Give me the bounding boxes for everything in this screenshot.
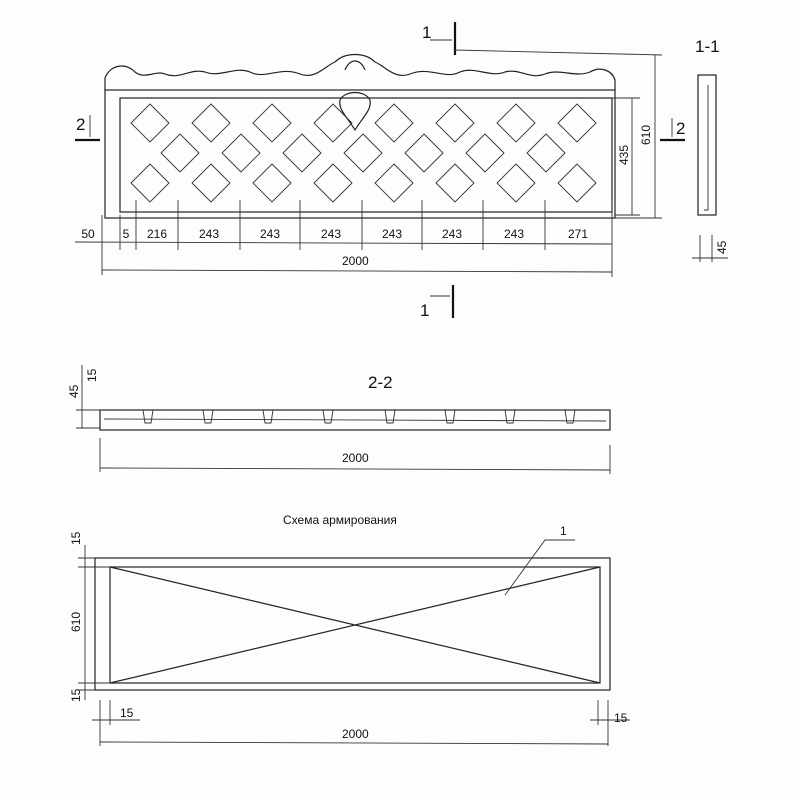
lattice-diamond <box>435 103 475 143</box>
lattice-diamond <box>282 133 322 173</box>
section-2-2-title: 2-2 <box>368 373 393 392</box>
dim-cover-bottom: 15 <box>69 688 83 702</box>
panel-outline <box>104 89 616 219</box>
dim-cover-left: 15 <box>120 706 134 720</box>
lattice-diamonds <box>130 103 597 203</box>
lattice-diamond <box>160 133 200 173</box>
reinforcement-outline <box>94 557 611 691</box>
dim-1-1-thickness: 45 <box>715 240 729 254</box>
dim-cover-top: 15 <box>69 531 83 545</box>
section-mark-left: 2 <box>76 115 85 134</box>
dim-cover-right: 15 <box>614 711 628 725</box>
lattice-diamond <box>374 163 414 203</box>
width-dimension-chain: 50 5 216 243 243 243 243 243 243 271 <box>74 200 613 250</box>
section-1-1: 1-1 45 <box>692 37 729 262</box>
lattice-diamond <box>343 133 383 173</box>
lattice-diamond <box>313 103 353 143</box>
ornamental-crest <box>104 53 616 90</box>
section-2-2-ribs <box>142 409 576 424</box>
lattice-diamond <box>435 163 475 203</box>
dim-width-segment: 243 <box>442 227 462 241</box>
reinforcement-diagonal <box>109 566 601 684</box>
rib <box>202 409 214 424</box>
lattice-diamond <box>130 163 170 203</box>
dim-width-segment: 50 <box>81 227 95 241</box>
dim-2-2-length: 2000 <box>342 451 369 465</box>
dim-2-2-rim: 15 <box>85 368 99 382</box>
lattice-diamond <box>252 163 292 203</box>
lattice-diamond <box>404 133 444 173</box>
dim-reinforcement-height: 610 <box>69 612 83 632</box>
callout-leader <box>504 539 575 596</box>
lattice-diamond <box>130 103 170 143</box>
dim-total-height: 610 <box>639 125 653 145</box>
section-2-2-profile <box>99 409 611 431</box>
lattice-diamond <box>496 163 536 203</box>
panel-elevation: 1 1 2 2 435 610 50 5 216 243 243 243 243 243 243… <box>74 22 685 320</box>
lattice-diamond <box>374 103 414 143</box>
section-mark-right: 2 <box>676 119 685 138</box>
section-mark-top: 1 <box>422 23 431 42</box>
rib <box>142 409 154 424</box>
rib <box>262 409 274 424</box>
lattice-diamond <box>557 163 597 203</box>
lattice-diamond <box>191 103 231 143</box>
rib <box>322 409 334 424</box>
dim-width-segment: 5 <box>123 227 130 241</box>
lattice-diamond <box>557 103 597 143</box>
lattice-diamond <box>465 133 505 173</box>
dim-width-segment: 271 <box>568 227 588 241</box>
dim-width-segment: 243 <box>382 227 402 241</box>
reinforcement-mesh-frame <box>109 566 601 684</box>
dim-reinforcement-length: 2000 <box>342 727 369 741</box>
dim-width-segment: 243 <box>199 227 219 241</box>
dim-width-segment: 243 <box>321 227 341 241</box>
dim-width-segment: 243 <box>260 227 280 241</box>
callout-label: 1 <box>560 524 567 538</box>
rib <box>384 409 396 424</box>
section-mark-bottom: 1 <box>420 301 429 320</box>
lattice-diamond <box>526 133 566 173</box>
section-1-1-title: 1-1 <box>695 37 720 56</box>
section-1-1-profile <box>697 74 717 216</box>
dim-inner-height: 435 <box>617 145 631 165</box>
dim-width-segment: 243 <box>504 227 524 241</box>
central-ornament <box>339 60 371 132</box>
lattice-diamond <box>496 103 536 143</box>
dim-width-segment: 216 <box>147 227 167 241</box>
dim-total-width: 2000 <box>342 254 369 268</box>
dim-2-2-thickness: 45 <box>67 384 81 398</box>
lattice-diamond <box>191 163 231 203</box>
rib <box>564 409 576 424</box>
lattice-field <box>119 97 613 213</box>
rib <box>444 409 456 424</box>
reinforcement-title: Схема армирования <box>283 513 397 527</box>
reinforcement-scheme: Схема армирования 1 15 610 15 15 15 2000 <box>69 513 630 746</box>
lattice-diamond <box>252 103 292 143</box>
section-2-2: 2-2 45 15 2000 <box>67 365 611 474</box>
lattice-diamond <box>313 163 353 203</box>
lattice-diamond <box>221 133 261 173</box>
rib <box>504 409 516 424</box>
